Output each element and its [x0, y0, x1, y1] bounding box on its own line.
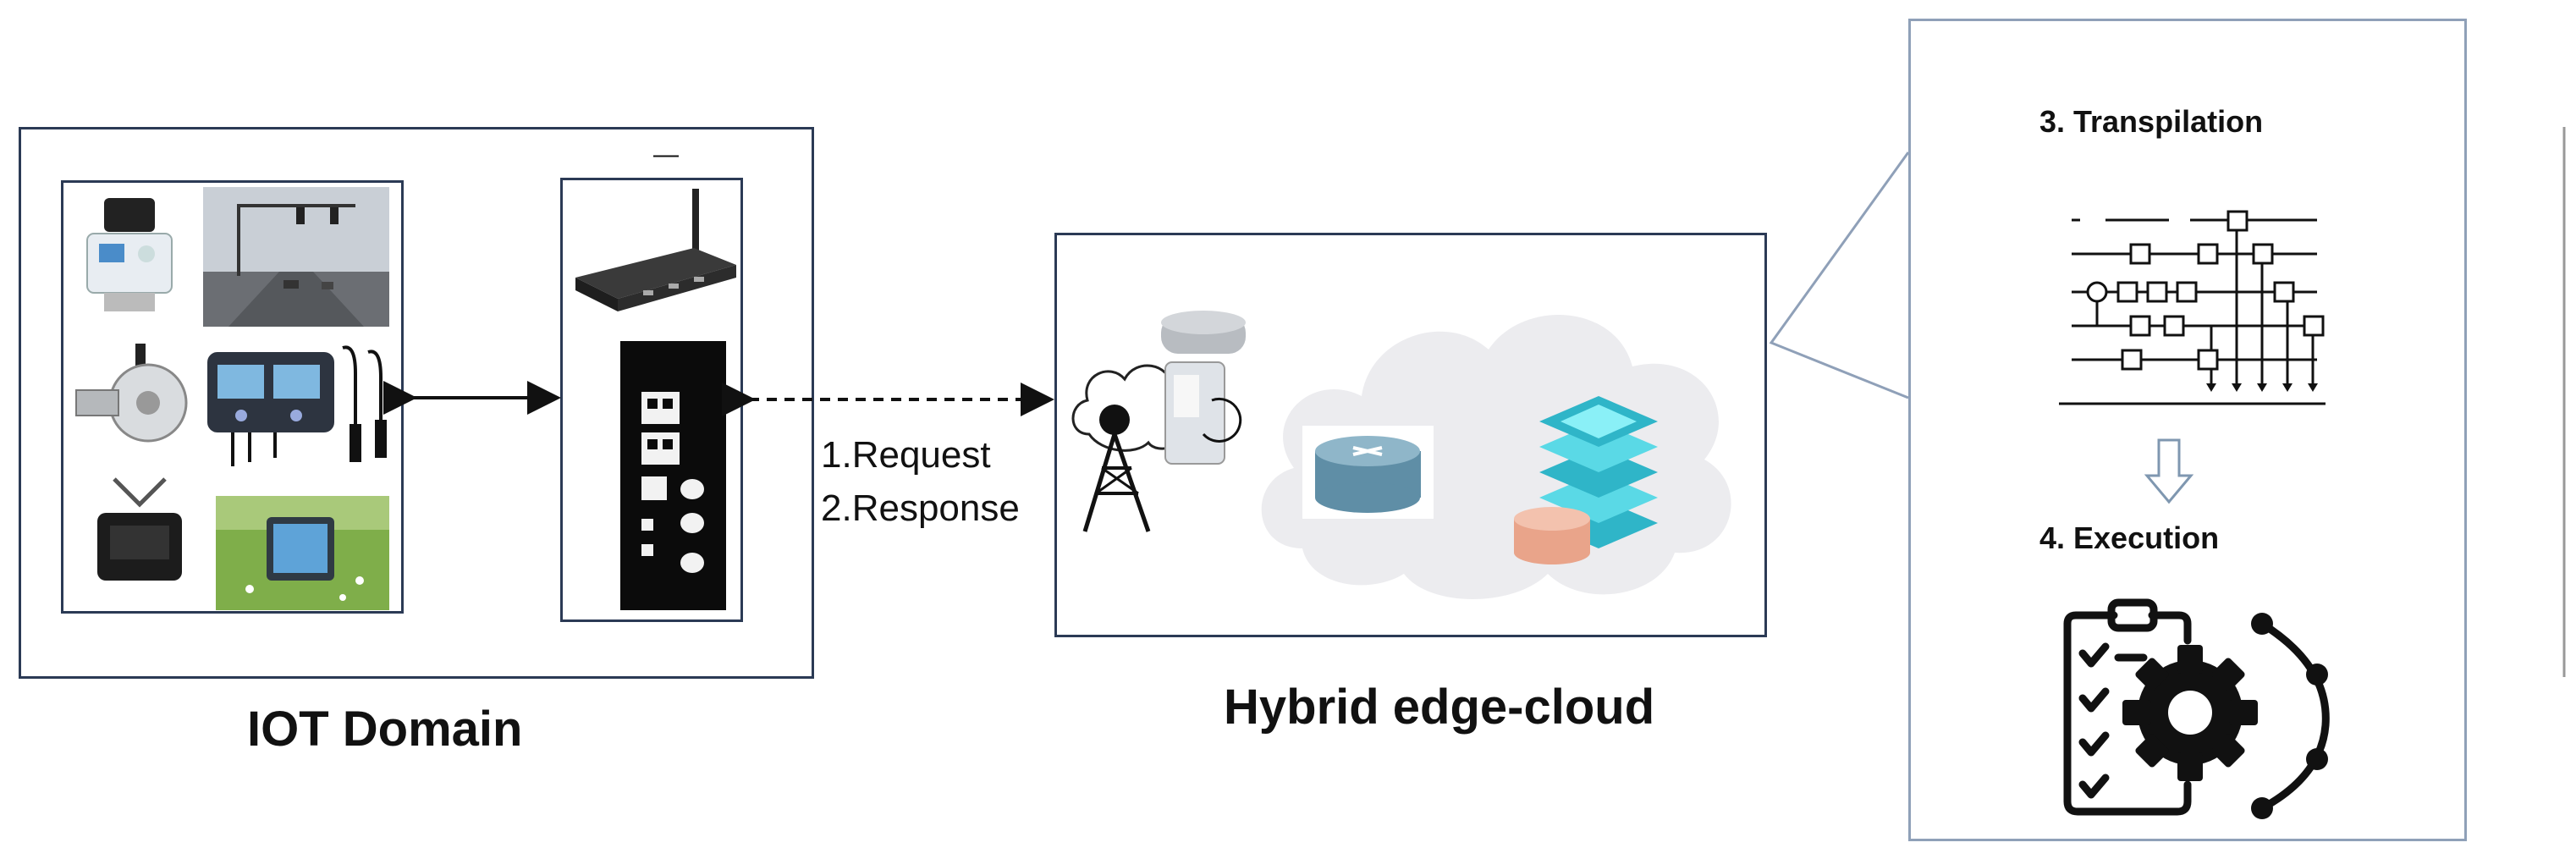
iot-domain-title: IOT Domain — [247, 702, 523, 757]
transpilation-step-label: 3. Transpilation — [2039, 104, 2264, 139]
callout-pointer — [1769, 151, 1910, 399]
field-tablet-photo — [216, 496, 389, 610]
iot-devices-panel — [61, 180, 404, 614]
response-label: 2.Response — [821, 487, 1020, 529]
controller-unit-icon — [207, 345, 387, 466]
request-label: 1.Request — [821, 434, 991, 476]
down-arrow-icon — [2144, 438, 2194, 504]
edge-cloud-title: Hybrid edge-cloud — [1224, 680, 1655, 735]
clamp-sensor-icon — [97, 477, 182, 581]
vibration-sensor-icon — [75, 344, 188, 443]
sensor-device-icon — [86, 198, 173, 311]
gateway-panel — [560, 178, 743, 622]
execution-step-label: 4. Execution — [2039, 520, 2220, 555]
wireless-router-icon — [575, 189, 736, 311]
traffic-camera-photo — [203, 187, 389, 327]
router-icon — [1302, 426, 1434, 519]
quantum-circuit-icon — [2059, 210, 2326, 405]
quantum-processor-stack-icon — [1514, 396, 1658, 564]
industrial-switch-icon — [620, 341, 726, 610]
edge-tower-icon — [1071, 311, 1246, 532]
execution-clipboard-gear-icon — [2063, 598, 2330, 819]
gateway-dash-mark: — — [653, 140, 679, 168]
callout-panel: 3. Transpilation — [1908, 19, 2467, 841]
edge-cloud-box — [1054, 233, 1767, 637]
